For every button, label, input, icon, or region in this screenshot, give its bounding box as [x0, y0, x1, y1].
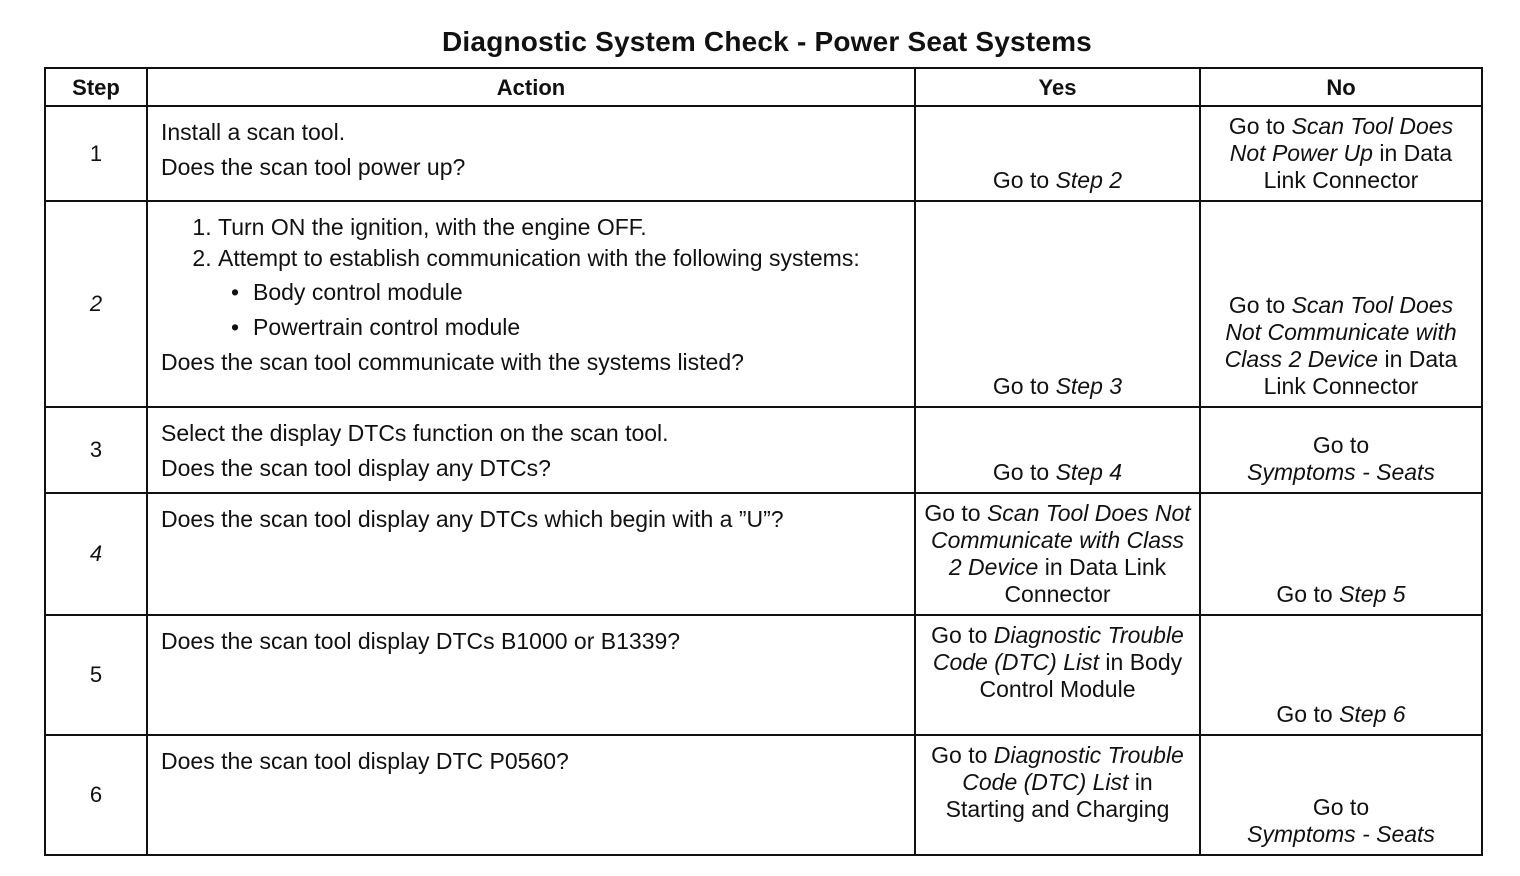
step-number: 1: [44, 105, 148, 202]
no-cell: Go to Scan Tool Does Not Communicate wit…: [1199, 200, 1483, 408]
yes-text: in Body Control Module: [979, 649, 1183, 702]
table-row: 5 Does the scan tool display DTCs B1000 …: [44, 614, 1483, 736]
no-text: Go to: [1276, 581, 1340, 607]
no-reference-link[interactable]: Scan Tool Does Not Communicate with Clas…: [1224, 292, 1457, 372]
yes-text: Go to: [992, 459, 1056, 485]
table-row: 6 Does the scan tool display DTC P0560? …: [44, 734, 1483, 856]
action-question: Does the scan tool communicate with the …: [161, 349, 744, 375]
diagnostic-table: Step Action Yes No 1 Install a scan tool…: [44, 67, 1483, 856]
yes-cell: Go to Step 4: [914, 406, 1201, 494]
table-row: 1 Install a scan tool. Does the scan too…: [44, 105, 1483, 202]
action-question: Does the scan tool display DTC P0560?: [161, 748, 569, 774]
action-step: Turn ON the ignition, with the engine OF…: [218, 210, 904, 245]
action-step-text: Turn ON the ignition, with the engine OF…: [218, 214, 647, 240]
header-action: Action: [146, 67, 916, 107]
no-text: Go to: [1312, 794, 1370, 820]
yes-text: Go to: [992, 373, 1056, 399]
no-cell: Go to Scan Tool Does Not Power Up in Dat…: [1199, 105, 1483, 202]
action-step-text: Attempt to establish communication with …: [218, 245, 860, 271]
header-step: Step: [44, 67, 148, 107]
list-item: Body control module: [253, 275, 904, 310]
yes-reference-link[interactable]: Step 2: [1055, 167, 1123, 193]
action-question: Does the scan tool display any DTCs whic…: [161, 506, 784, 532]
yes-cell: Go to Scan Tool Does Not Communicate wit…: [914, 492, 1201, 616]
yes-cell: Go to Step 3: [914, 200, 1201, 408]
action-question: Does the scan tool display any DTCs?: [161, 455, 551, 481]
no-cell: Go to Step 6: [1199, 614, 1483, 736]
action-step-list: Turn ON the ignition, with the engine OF…: [161, 210, 904, 345]
system-list: Body control module Powertrain control m…: [218, 275, 904, 345]
yes-cell: Go to Diagnostic Trouble Code (DTC) List…: [914, 734, 1201, 856]
yes-reference-link[interactable]: Scan Tool Does Not Communicate with Clas…: [930, 500, 1191, 580]
action-text: Install a scan tool.: [161, 119, 346, 145]
yes-reference-link[interactable]: Step 3: [1055, 373, 1123, 399]
yes-cell: Go to Step 2: [914, 105, 1201, 202]
action-question: Does the scan tool display DTCs B1000 or…: [161, 628, 681, 654]
no-cell: Go to Symptoms - Seats: [1199, 734, 1483, 856]
yes-reference-link[interactable]: Step 4: [1055, 459, 1123, 485]
yes-text: Go to: [931, 622, 994, 648]
yes-text: in Data Link Connector: [1004, 554, 1167, 607]
table-header-row: Step Action Yes No: [44, 67, 1483, 107]
yes-text: Go to: [992, 167, 1056, 193]
action-cell: Turn ON the ignition, with the engine OF…: [146, 200, 916, 408]
action-text: Select the display DTCs function on the …: [161, 420, 669, 446]
action-cell: Does the scan tool display DTC P0560?: [146, 734, 916, 856]
no-text: Go to: [1276, 701, 1340, 727]
action-step: Attempt to establish communication with …: [218, 241, 904, 345]
yes-text: Go to: [924, 500, 987, 526]
action-cell: Select the display DTCs function on the …: [146, 406, 916, 494]
yes-reference-link[interactable]: Diagnostic Trouble Code (DTC) List: [962, 742, 1184, 795]
no-cell: Go to Step 5: [1199, 492, 1483, 616]
no-reference-link[interactable]: Symptoms - Seats: [1247, 821, 1435, 847]
action-cell: Install a scan tool. Does the scan tool …: [146, 105, 916, 202]
no-reference-link[interactable]: Step 6: [1339, 701, 1406, 727]
table-row: 4 Does the scan tool display any DTCs wh…: [44, 492, 1483, 616]
yes-cell: Go to Diagnostic Trouble Code (DTC) List…: [914, 614, 1201, 736]
step-number: 5: [44, 614, 148, 736]
action-question: Does the scan tool power up?: [161, 154, 466, 180]
yes-text: in Starting and Charging: [945, 769, 1170, 822]
step-number: 4: [44, 492, 148, 616]
no-text: Go to: [1228, 292, 1292, 318]
yes-reference-link[interactable]: Diagnostic Trouble Code (DTC) List: [932, 622, 1184, 675]
header-no: No: [1199, 67, 1483, 107]
no-reference-link[interactable]: Scan Tool Does Not Power Up: [1229, 113, 1454, 166]
no-text: Go to: [1228, 113, 1292, 139]
action-cell: Does the scan tool display DTCs B1000 or…: [146, 614, 916, 736]
step-number: 6: [44, 734, 148, 856]
page-title: Diagnostic System Check - Power Seat Sys…: [442, 26, 1092, 57]
step-number: 2: [44, 200, 148, 408]
yes-text: Go to: [931, 742, 994, 768]
no-text: in Data Link Connector: [1263, 140, 1453, 193]
no-reference-link[interactable]: Step 5: [1339, 581, 1406, 607]
list-item: Powertrain control module: [253, 310, 904, 345]
action-cell: Does the scan tool display any DTCs whic…: [146, 492, 916, 616]
header-yes: Yes: [914, 67, 1201, 107]
no-text: Go to: [1312, 432, 1370, 458]
table-row: 3 Select the display DTCs function on th…: [44, 406, 1483, 494]
no-cell: Go to Symptoms - Seats: [1199, 406, 1483, 494]
no-reference-link[interactable]: Symptoms - Seats: [1247, 459, 1435, 485]
table-row: 2 Turn ON the ignition, with the engine …: [44, 200, 1483, 408]
no-text: in Data Link Connector: [1263, 346, 1458, 399]
step-number: 3: [44, 406, 148, 494]
